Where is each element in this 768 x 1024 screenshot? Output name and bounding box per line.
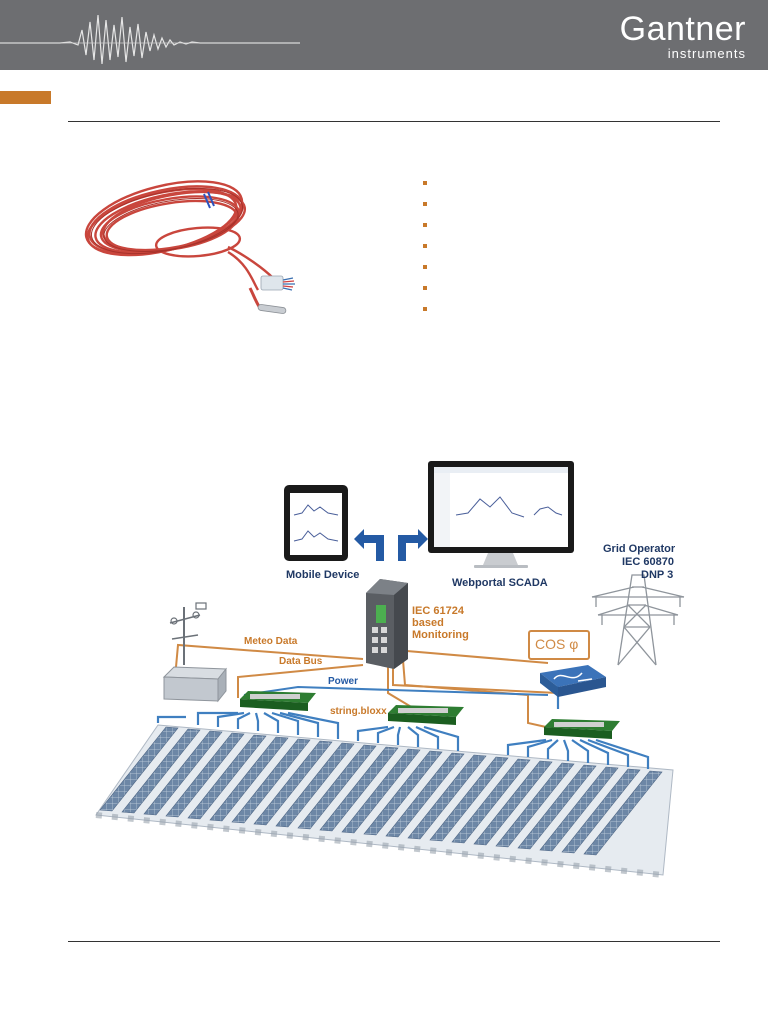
- logo-subtitle: instruments: [667, 46, 746, 61]
- list-item: [423, 178, 427, 199]
- power-label: Power: [328, 676, 359, 687]
- grid-operator-label: Grid Operator: [603, 543, 676, 555]
- monitoring-controller: [366, 579, 408, 669]
- list-item: [423, 199, 427, 220]
- data-bus-label: Data Bus: [279, 656, 323, 667]
- power-tower: [591, 574, 685, 666]
- bottom-divider: [68, 941, 720, 942]
- tablet-device: [284, 485, 348, 561]
- string-bloxx-module: [240, 691, 316, 711]
- bullet-marker: [423, 223, 427, 227]
- brand-logo: Gantner instruments: [620, 12, 746, 61]
- iec-61724-monitoring-label: Monitoring: [412, 629, 469, 641]
- page-header: Gantner instruments: [0, 0, 768, 70]
- section-accent-bar: [0, 91, 51, 104]
- list-item: [423, 283, 427, 304]
- bullet-marker: [423, 181, 427, 185]
- iec-61724-based-label: based: [412, 617, 444, 629]
- webportal-label: Webportal SCADA: [452, 577, 548, 589]
- inverter-box: [540, 665, 606, 697]
- iec-60870-label: IEC 60870: [622, 556, 674, 568]
- string-bloxx-module: [544, 719, 620, 739]
- pv-monitoring-diagram: [95, 461, 685, 878]
- dnp3-label: DNP 3: [641, 569, 674, 581]
- weather-station: [162, 602, 228, 703]
- bullet-marker: [423, 202, 427, 206]
- top-divider: [68, 121, 720, 122]
- bullet-marker: [423, 265, 427, 269]
- dc-string-cables: [156, 671, 650, 769]
- sensor-cable-photo: [84, 180, 295, 314]
- bullet-marker: [423, 286, 427, 290]
- data-upload-arrows: [354, 529, 428, 561]
- waveform-graphic: [0, 14, 300, 65]
- list-item: [423, 241, 427, 262]
- list-item: [423, 304, 427, 325]
- string-bloxx-label: string.bloxx: [330, 706, 387, 717]
- mobile-device-label: Mobile Device: [286, 569, 360, 581]
- iec-61724-label: IEC 61724: [412, 605, 464, 617]
- cos-phi-box: [528, 630, 590, 660]
- logo-wordmark: Gantner: [619, 10, 746, 48]
- cos-phi-label: COS φ: [535, 636, 579, 652]
- list-item: [423, 220, 427, 241]
- list-item: [423, 262, 427, 283]
- solar-panel-array: [99, 726, 663, 856]
- feature-bullet-list: [423, 178, 427, 325]
- bullet-marker: [423, 307, 427, 311]
- bullet-marker: [423, 244, 427, 248]
- meteo-data-label: Meteo Data: [244, 636, 298, 647]
- string-bloxx-module: [388, 705, 464, 725]
- monitor-device: [428, 461, 574, 568]
